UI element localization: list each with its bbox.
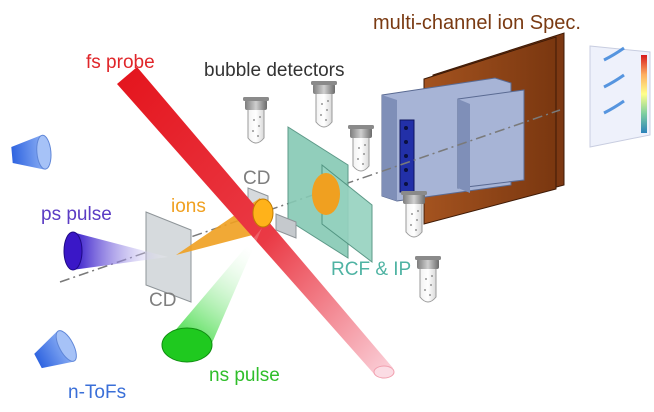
ns-pulse-label: ns pulse — [209, 365, 280, 386]
cd-bottom-label: CD — [149, 290, 177, 311]
n-tof-detector-icon — [10, 134, 53, 173]
bubble-detector-icon — [414, 255, 442, 303]
magnet-pole-left-side — [382, 95, 397, 201]
colorbar — [641, 55, 647, 133]
ion-traces — [603, 46, 625, 115]
spectrometer-image-plate — [589, 45, 651, 148]
laser-beam-icon — [161, 327, 213, 363]
bubble-detectors-label: bubble detectors — [204, 60, 345, 81]
cd-foil-rear — [145, 211, 192, 303]
interaction-point — [252, 198, 274, 228]
bubble-detector-icon — [400, 190, 428, 238]
ions-label: ions — [171, 196, 206, 217]
ps-pulse-label: ps pulse — [41, 204, 112, 225]
ion-spectrometer — [381, 32, 651, 225]
bubble-detector-icon — [310, 80, 338, 128]
fs-probe-label: fs probe — [86, 52, 155, 73]
cd-top-label: CD — [243, 168, 271, 189]
spectrometer-label: multi-channel ion Spec. — [373, 12, 581, 34]
ns-pulse-beam — [162, 228, 262, 346]
ion-spot — [312, 173, 340, 215]
rcf-ip-label: RCF & IP — [331, 259, 412, 280]
rcf-ip-stack — [287, 126, 373, 264]
ps-pulse-beam — [72, 232, 168, 270]
n-tof-detector-icon — [29, 327, 81, 377]
bubble-detector-icon — [242, 96, 270, 144]
n-tofs-label: n-ToFs — [68, 382, 127, 403]
target-foil-icon — [275, 213, 297, 239]
laser-beam-icon — [63, 231, 83, 271]
bubble-detector-icon — [347, 124, 375, 172]
